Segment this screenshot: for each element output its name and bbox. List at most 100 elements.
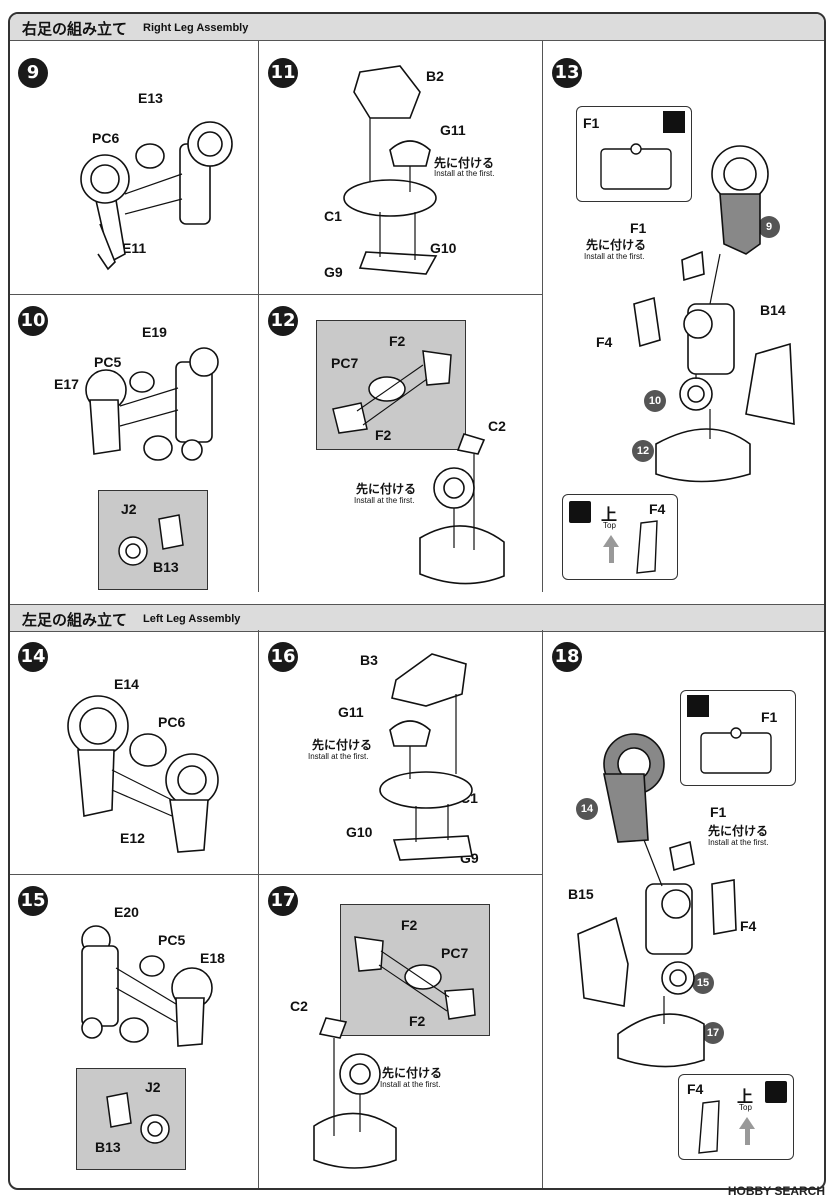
step12-assembly-drawing <box>419 433 505 585</box>
section-title-jp: 右足の組み立て <box>22 21 128 38</box>
part-label: E18 <box>200 950 225 966</box>
instruction-sheet: 右足の組み立て Right Leg Assembly 9 E13 PC6 E11… <box>8 12 826 1190</box>
section-header-right: 右足の組み立て Right Leg Assembly <box>10 14 824 41</box>
part-label: B13 <box>95 1139 121 1155</box>
step-number: 16 <box>268 642 298 672</box>
arrow-up-icon <box>739 1117 755 1129</box>
install-first-note-en: Install at the first. <box>584 252 645 261</box>
part-label: PC7 <box>331 355 359 371</box>
step-number: 15 <box>18 886 48 916</box>
part-label: F2 <box>389 333 406 349</box>
divider <box>542 40 543 592</box>
step-number: 18 <box>552 642 582 672</box>
part-label: B14 <box>760 302 786 318</box>
step-number: 9 <box>18 58 48 88</box>
top-label-jp: 上 <box>601 507 618 524</box>
part-label: G10 <box>430 240 457 256</box>
part-label: PC7 <box>441 945 469 961</box>
paint-mark-icon <box>569 501 591 523</box>
part-label: PC6 <box>158 714 186 730</box>
part-label: B2 <box>426 68 444 84</box>
part-label: F4 <box>596 334 613 350</box>
install-first-note-en: Install at the first. <box>434 169 495 178</box>
top-label-en: Top <box>739 1103 752 1112</box>
sub-step-badge: 14 <box>576 798 598 820</box>
part-label: F4 <box>687 1081 704 1097</box>
section-title-jp: 左足の組み立て <box>22 612 128 629</box>
part-label: G11 <box>338 704 364 720</box>
step-number: 10 <box>18 306 48 336</box>
step15-parts-drawing <box>81 925 213 1047</box>
part-label: G11 <box>440 122 466 138</box>
install-first-note-en: Install at the first. <box>708 838 769 847</box>
top-orientation-callout: 上 Top F4 <box>562 494 678 580</box>
part-label: F2 <box>401 917 418 933</box>
f1-callout: F1 <box>576 106 692 202</box>
step18-assembly-drawing <box>577 733 737 1068</box>
watermark: HOBBY SEARCH <box>727 1184 825 1198</box>
install-first-note-en: Install at the first. <box>380 1080 441 1089</box>
part-label: E13 <box>138 90 163 106</box>
arrow-up-icon <box>603 535 619 547</box>
step13-assembly-drawing <box>633 145 795 483</box>
f2-pc7-inset: F2 PC7 F2 <box>316 320 466 450</box>
part-label: F4 <box>649 501 666 517</box>
part-label: F1 <box>710 804 727 820</box>
f1-callout: F1 <box>680 690 796 786</box>
step-number: 14 <box>18 642 48 672</box>
install-first-note-jp: 先に付ける <box>312 738 373 752</box>
step-number: 11 <box>268 58 298 88</box>
sub-step-badge: 12 <box>632 440 654 462</box>
divider <box>258 630 259 1188</box>
install-first-note-en: Install at the first. <box>308 752 369 761</box>
step17-assembly-drawing <box>313 1017 397 1169</box>
part-label: PC6 <box>92 130 120 146</box>
step-number: 17 <box>268 886 298 916</box>
part-label: F2 <box>409 1013 426 1029</box>
part-label: PC5 <box>94 354 122 370</box>
part-label: F1 <box>761 709 778 725</box>
step-number: 13 <box>552 58 582 88</box>
sub-step-badge: 15 <box>692 972 714 994</box>
step10-parts-drawing <box>85 347 219 461</box>
part-label: C1 <box>324 208 342 224</box>
paint-mark-icon <box>765 1081 787 1103</box>
part-label: E19 <box>142 324 167 340</box>
install-first-note-jp: 先に付ける <box>586 238 647 252</box>
divider <box>10 294 542 295</box>
part-label: E12 <box>120 830 145 846</box>
part-label: G9 <box>324 264 343 280</box>
f2-pc7-inset: F2 PC7 F2 <box>340 904 490 1036</box>
install-first-note-jp: 先に付ける <box>708 824 769 838</box>
step14-parts-drawing <box>67 695 219 853</box>
part-label: J2 <box>121 501 137 517</box>
install-first-note-jp: 先に付ける <box>356 482 417 496</box>
part-label: C2 <box>488 418 506 434</box>
step9-parts-drawing <box>80 121 233 271</box>
section-title-en: Right Leg Assembly <box>143 22 249 34</box>
divider <box>10 874 542 875</box>
part-label: B3 <box>360 652 378 668</box>
part-label: E14 <box>114 676 139 692</box>
cut-mark-icon <box>663 111 685 133</box>
section-header-left: 左足の組み立て Left Leg Assembly <box>10 604 824 632</box>
install-first-note-en: Install at the first. <box>354 496 415 505</box>
step16-parts-drawing <box>379 653 473 861</box>
part-label: E20 <box>114 904 139 920</box>
j2-b13-inset: J2 B13 <box>98 490 208 590</box>
install-first-note-jp: 先に付ける <box>382 1066 443 1080</box>
divider <box>542 630 543 1188</box>
top-orientation-callout: F4 上 Top <box>678 1074 794 1160</box>
step-number: 12 <box>268 306 298 336</box>
part-label: F2 <box>375 427 392 443</box>
part-label: B15 <box>568 886 594 902</box>
part-label: F1 <box>583 115 600 131</box>
top-label-en: Top <box>603 521 616 530</box>
part-label: F4 <box>740 918 757 934</box>
part-label: C2 <box>290 998 308 1014</box>
part-label: E17 <box>54 376 79 392</box>
divider <box>258 40 259 592</box>
j2-b13-inset: J2 B13 <box>76 1068 186 1170</box>
sub-step-badge: 17 <box>702 1022 724 1044</box>
part-label: E11 <box>122 240 147 256</box>
